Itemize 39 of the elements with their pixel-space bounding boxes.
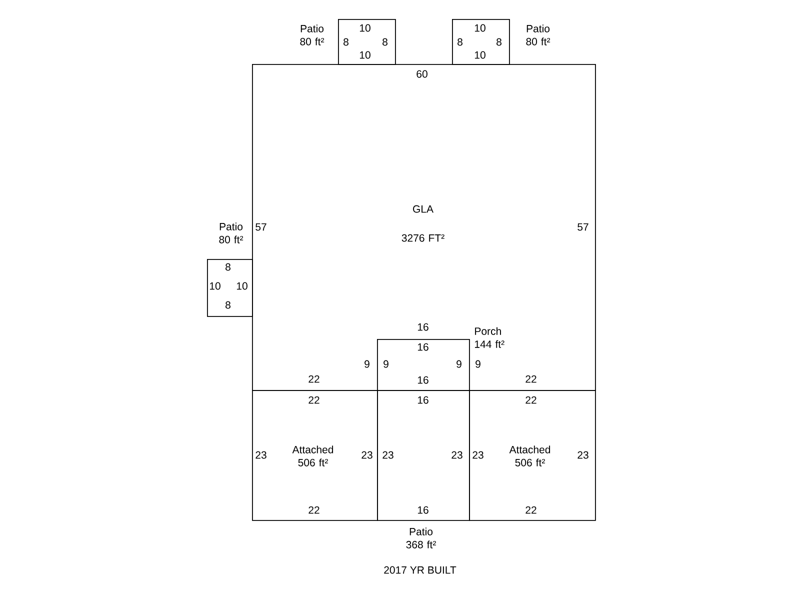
node-label: Patio 368 ft² [406, 528, 436, 548]
dimension-label: 23 [382, 451, 394, 459]
dimension-label: 10 [360, 24, 370, 32]
dimension-label: 10 [360, 51, 370, 59]
node-label: Porch 144 ft² [475, 327, 504, 348]
dimension-label: 9 [384, 360, 388, 368]
dimension-label: 23 [256, 451, 266, 459]
dimension-label: 16 [418, 396, 428, 404]
dimension-label: 9 [476, 360, 480, 368]
dimension-label: 23 [452, 451, 462, 459]
dimension-label: 9 [456, 360, 462, 368]
dimension-label: 57 [256, 223, 266, 231]
dimension-label: 10 [210, 282, 220, 290]
node-label: Patio 80 ft² [219, 222, 244, 244]
node-label: Patio 80 ft² [526, 24, 550, 46]
dimension-label: 8 [344, 38, 348, 46]
dimension-label: 22 [526, 396, 536, 404]
dimension-label: 8 [226, 301, 230, 309]
dimension-label: 10 [474, 51, 486, 59]
dimension-label: 22 [308, 506, 320, 514]
dimension-label: 23 [472, 451, 484, 459]
dimension-label: 8 [226, 263, 230, 271]
dimension-label: 22 [526, 506, 536, 514]
dimension-label: 9 [364, 360, 370, 368]
dimension-label: 10 [236, 282, 248, 290]
dimension-label: 8 [458, 38, 462, 46]
dimension-label: 16 [418, 506, 428, 514]
dimension-label: 8 [496, 38, 502, 46]
dimension-label: 57 [578, 223, 588, 231]
dimension-label: 23 [578, 451, 588, 459]
dimension-label: 23 [362, 451, 372, 459]
dimension-label: 10 [474, 24, 486, 32]
dimension-label: 16 [418, 376, 428, 384]
caption: 2017 YR BUILT [384, 566, 456, 574]
node-label: Patio 80 ft² [300, 24, 324, 46]
dimension-label: 16 [418, 343, 428, 351]
dimension-label: 22 [308, 396, 320, 404]
dimension-label: 60 [416, 70, 428, 78]
dimension-label: 8 [382, 38, 388, 46]
